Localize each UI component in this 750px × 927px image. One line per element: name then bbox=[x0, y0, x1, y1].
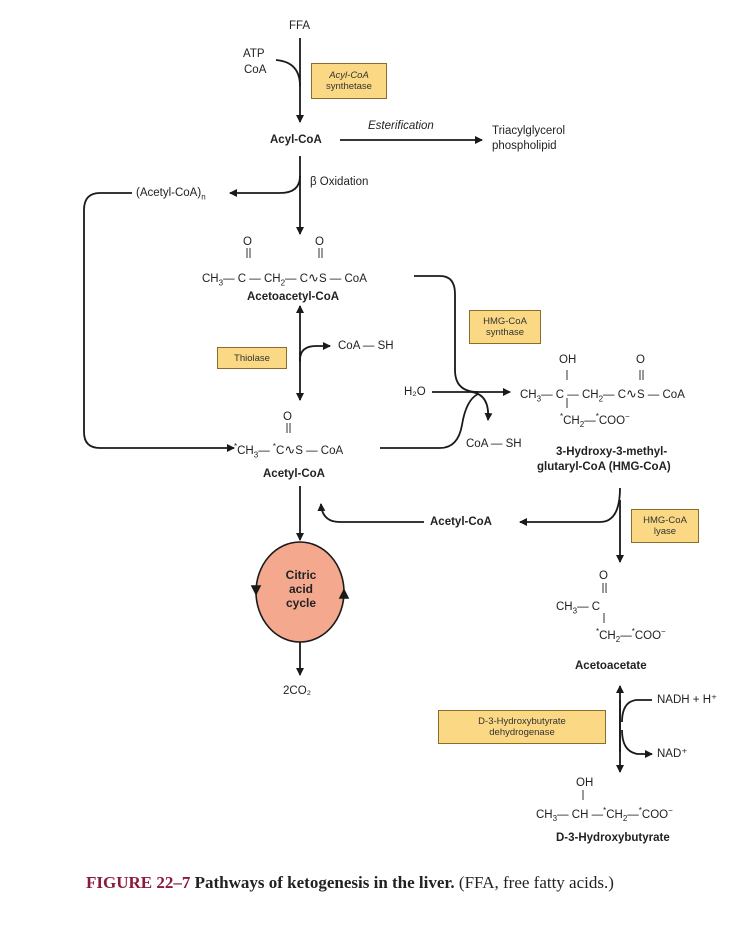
arrow-nadh-in bbox=[621, 699, 652, 723]
chem-acetyl-structure: *CH3— *C∿S — CoA bbox=[234, 442, 344, 460]
enzyme-dehydrogenase-line2: dehydrogenase bbox=[489, 727, 555, 738]
figure-note: (FFA, free fatty acids.) bbox=[458, 873, 614, 892]
enzyme-dehydrogenase-line1: D-3-Hydroxybutyrate bbox=[478, 716, 566, 727]
cycle-arrow-right bbox=[338, 588, 350, 599]
cycle-arrow-left bbox=[250, 585, 262, 596]
arrow-acetyl-to-hmg bbox=[380, 393, 479, 449]
figure-caption: FIGURE 22–7 Pathways of ketogenesis in t… bbox=[86, 872, 726, 893]
enzyme-thiolase: Thiolase bbox=[217, 347, 287, 369]
pathway-diagram bbox=[83, 38, 653, 800]
chem-acetoacetate-side: *CH2—*COO− bbox=[596, 627, 666, 645]
enzyme-acyl-coa-synthetase: Acyl-CoA synthetase bbox=[311, 63, 387, 99]
arrow-coa-sh-out bbox=[471, 391, 493, 421]
arrow-acetoacetyl-to-hmg bbox=[414, 275, 511, 396]
label-coa: CoA bbox=[244, 64, 267, 76]
enzyme-hmg-coa-synthase: HMG-CoA synthase bbox=[469, 310, 541, 344]
label-acetoacetate: Acetoacetate bbox=[575, 660, 647, 672]
label-acyl-coa: Acyl-CoA bbox=[270, 134, 322, 146]
chem-o-1: O bbox=[243, 236, 252, 248]
arrow-acetyl-coa-return bbox=[317, 503, 424, 523]
chem-hmg-side-chain: *CH2—*COO− bbox=[560, 412, 630, 430]
label-co2: 2CO₂ bbox=[283, 685, 312, 697]
label-nad: NAD⁺ bbox=[657, 748, 688, 760]
label-triacylglycerol: Triacylglycerol bbox=[492, 125, 566, 137]
label-esterification: Esterification bbox=[368, 120, 434, 132]
label-coa-sh-1: CoA — SH bbox=[338, 340, 394, 352]
chem-oh-hydroxybutyrate: OH bbox=[576, 777, 594, 789]
enzyme-acyl-coa-synthetase-line2: synthetase bbox=[326, 81, 372, 92]
arrow-hmg-lyase bbox=[519, 487, 621, 526]
enzyme-hmg-coa-lyase-line1: HMG-CoA bbox=[643, 515, 687, 526]
citric-line3: cycle bbox=[285, 596, 317, 610]
label-beta-oxidation: β Oxidation bbox=[310, 176, 369, 188]
enzyme-hmg-coa-lyase-line2: lyase bbox=[653, 526, 677, 537]
enzyme-hmg-coa-synthase-line1: HMG-CoA bbox=[483, 316, 527, 327]
chem-oh-hmg: OH bbox=[559, 354, 577, 366]
figure-label: FIGURE 22–7 bbox=[86, 873, 191, 892]
chem-acetoacetyl-structure: CH3— C — CH2— C∿S — CoA bbox=[202, 270, 367, 288]
label-nadh: NADH + H⁺ bbox=[657, 694, 718, 706]
enzyme-hmg-coa-lyase: HMG-CoA lyase bbox=[631, 509, 699, 543]
arrow-nad-out bbox=[621, 729, 653, 758]
chem-o-3: O bbox=[283, 411, 292, 423]
enzyme-acyl-coa-synthetase-line1: Acyl-CoA bbox=[329, 70, 369, 81]
citric-line1: Citric bbox=[285, 568, 317, 582]
arrow-atp-coa-input bbox=[275, 59, 301, 87]
label-h2o: H₂O bbox=[404, 386, 426, 398]
chem-hmg-structure: CH3— C — CH2— C∿S — CoA bbox=[520, 386, 685, 404]
label-acetoacetyl-coa: Acetoacetyl-CoA bbox=[247, 291, 340, 303]
enzyme-dehydrogenase: D-3-Hydroxybutyrate dehydrogenase bbox=[438, 710, 606, 744]
chem-hydroxybutyrate-structure: CH3— CH —*CH2—*COO− bbox=[536, 806, 673, 824]
enzyme-hmg-coa-synthase-line2: synthase bbox=[485, 327, 525, 338]
citric-acid-cycle-label: Citric acid cycle bbox=[258, 568, 344, 610]
citric-line2: acid bbox=[288, 582, 313, 596]
label-acetyl-coa-released: Acetyl-CoA bbox=[430, 516, 492, 528]
chem-o-acetoacetate: O bbox=[599, 570, 608, 582]
figure-title: Pathways of ketogenesis in the liver. bbox=[194, 873, 455, 892]
label-phospholipid: phospholipid bbox=[492, 140, 557, 152]
arrow-coa-sh-release bbox=[299, 342, 331, 361]
arrow-to-acetyl-coa-n bbox=[229, 175, 301, 197]
label-acetyl-coa: Acetyl-CoA bbox=[263, 468, 325, 480]
chem-acetoacetate-structure: CH3— C bbox=[556, 601, 601, 616]
label-hmg-coa-line1: 3-Hydroxy-3-methyl- bbox=[556, 446, 668, 458]
label-hydroxybutyrate: D-3-Hydroxybutyrate bbox=[556, 832, 670, 844]
label-coa-sh-2: CoA — SH bbox=[466, 438, 522, 450]
arrow-acetyl-coa-n-loop bbox=[83, 192, 235, 452]
chem-o-hmg: O bbox=[636, 354, 645, 366]
label-ffa: FFA bbox=[289, 20, 311, 32]
label-hmg-coa-line2: glutaryl-CoA (HMG-CoA) bbox=[537, 461, 671, 473]
chem-o-2: O bbox=[315, 236, 324, 248]
label-acetyl-coa-n: (Acetyl-CoA)n bbox=[136, 187, 206, 202]
enzyme-thiolase-label: Thiolase bbox=[234, 352, 270, 364]
label-atp: ATP bbox=[243, 48, 265, 60]
